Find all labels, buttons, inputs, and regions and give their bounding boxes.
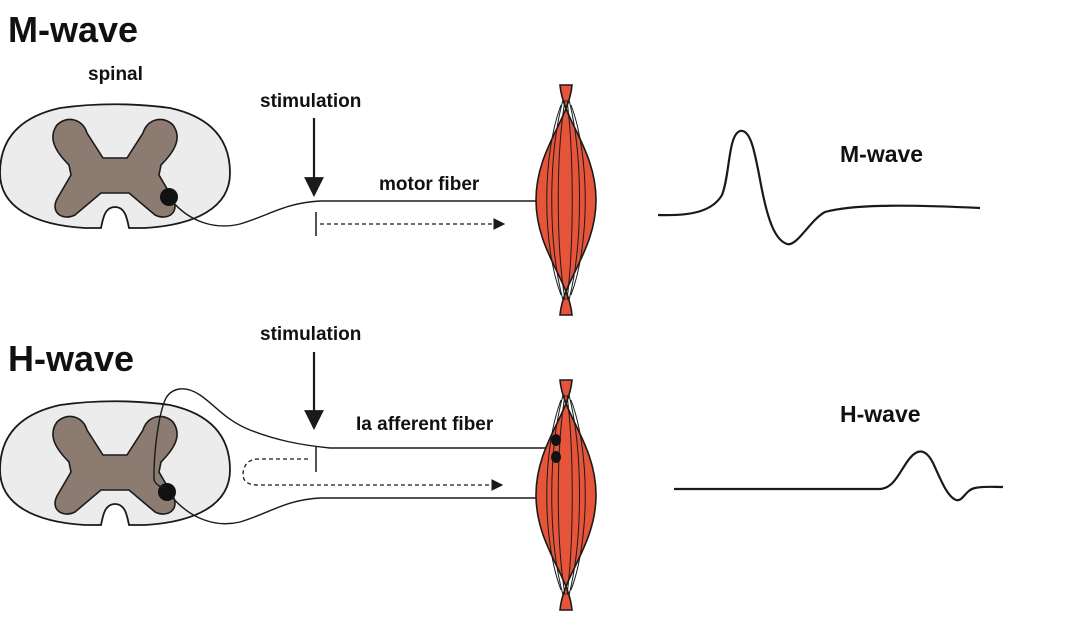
muscle-h — [535, 379, 597, 611]
stimulation-label-m: stimulation — [260, 91, 361, 112]
m-section-title: M-wave — [8, 9, 138, 50]
stimulation-label-h: stimulation — [260, 324, 361, 345]
fiber-label-m: motor fiber — [379, 174, 480, 195]
ia-afferent-fiber — [153, 388, 555, 489]
motor-fiber-line-m — [171, 200, 555, 227]
motor-neuron-m — [160, 188, 178, 206]
h-wave-trace — [674, 450, 1004, 502]
muscle-spindle-1 — [551, 434, 561, 446]
spinal-label: spinal — [88, 64, 143, 85]
muscle-m — [535, 84, 597, 316]
spinal-cord-m — [0, 103, 231, 229]
h-section-title: H-wave — [8, 338, 134, 379]
m-wave-trace — [657, 129, 981, 246]
conduction-arrow-h — [242, 458, 504, 491]
spinal-cord-h — [0, 400, 231, 526]
h-wave-label: H-wave — [840, 401, 921, 427]
m-wave-label: M-wave — [840, 141, 923, 167]
muscle-spindle-2 — [551, 451, 561, 463]
motor-fiber-line-h — [171, 496, 555, 525]
fiber-label-h: Ia afferent fiber — [356, 414, 494, 435]
